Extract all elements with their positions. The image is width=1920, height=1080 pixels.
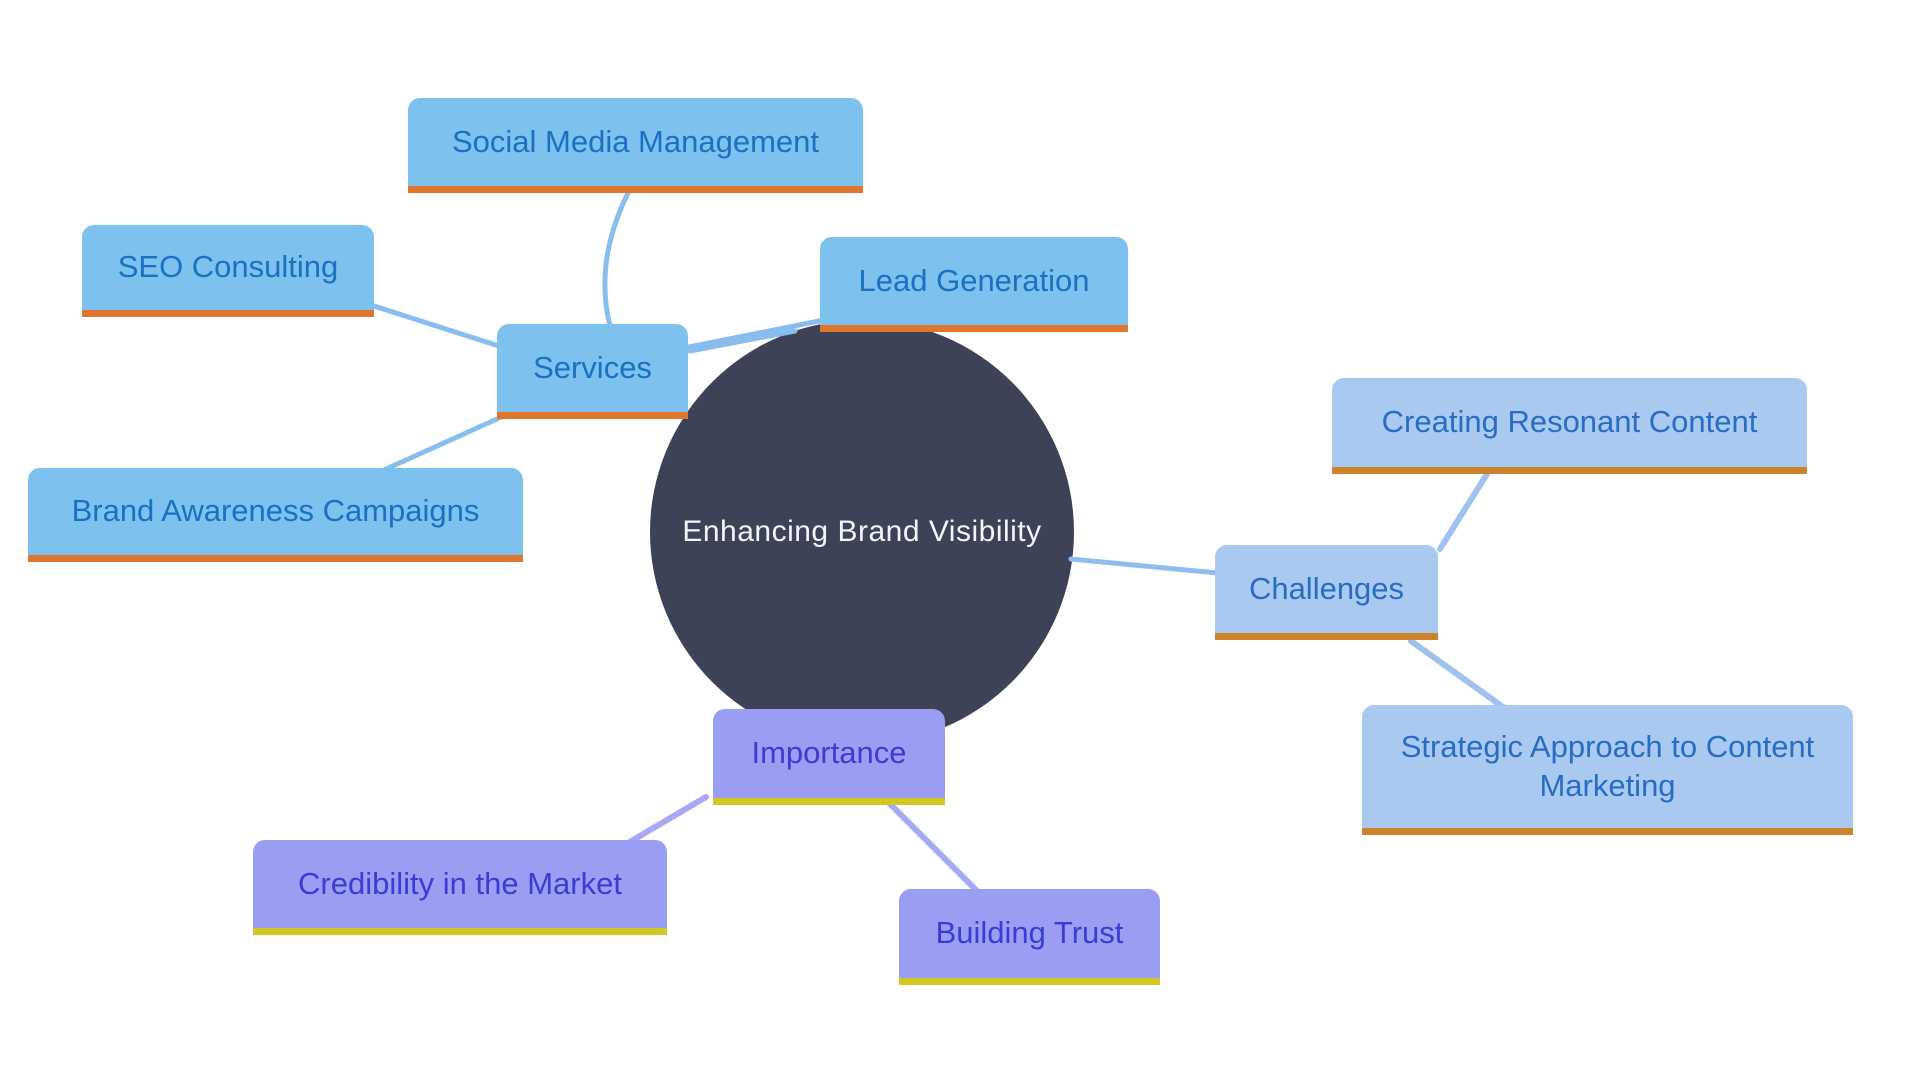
edge-importance-building-trust [881, 795, 980, 894]
node-label: Services [533, 349, 652, 385]
node-label: Creating Resonant Content [1381, 404, 1758, 440]
node-accent-underline [253, 928, 667, 935]
node-building-trust[interactable]: Building Trust [899, 889, 1160, 985]
node-accent-underline [1362, 828, 1853, 835]
node-seo-consulting[interactable]: SEO Consulting [82, 225, 374, 317]
node-challenges[interactable]: Challenges [1215, 545, 1438, 640]
node-services[interactable]: Services [497, 324, 688, 419]
edge-challenges-creating-resonant-content [1437, 471, 1490, 552]
central-topic-node[interactable]: Enhancing Brand Visibility [650, 320, 1074, 744]
node-lead-generation[interactable]: Lead Generation [820, 237, 1128, 332]
node-label: Importance [751, 735, 907, 771]
node-label: Credibility in the Market [298, 865, 622, 901]
node-label: Social Media Management [451, 123, 820, 159]
node-importance[interactable]: Importance [713, 709, 945, 805]
edge-importance-credibility [625, 794, 709, 846]
node-accent-underline [820, 325, 1128, 332]
node-accent-underline [28, 555, 523, 562]
node-social-media-management[interactable]: Social Media Management [408, 98, 863, 193]
node-brand-awareness-campaigns[interactable]: Brand Awareness Campaigns [28, 468, 523, 562]
node-accent-underline [713, 798, 945, 805]
node-label: Building Trust [935, 915, 1124, 951]
node-accent-underline [408, 186, 863, 193]
node-accent-underline [1332, 467, 1807, 474]
node-accent-underline [1215, 633, 1438, 640]
edge-services-social-media-management [602, 190, 631, 329]
node-label: Challenges [1248, 570, 1405, 606]
node-credibility-in-the-market[interactable]: Credibility in the Market [253, 840, 667, 935]
node-label: Brand Awareness Campaigns [71, 493, 480, 529]
node-label: SEO Consulting [117, 249, 339, 285]
edge-services-seo-consulting [371, 303, 505, 350]
node-label: Strategic Approach to Content Marketing [1400, 728, 1815, 803]
edge-challenges-strategic-approach [1408, 638, 1506, 710]
node-accent-underline [899, 978, 1160, 985]
central-topic-label: Enhancing Brand Visibility [682, 515, 1042, 548]
edge-services-brand-awareness-campaigns [381, 411, 511, 473]
node-label: Lead Generation [858, 262, 1090, 298]
node-accent-underline [497, 412, 688, 419]
edge-center-challenges [1068, 556, 1221, 576]
node-strategic-approach-to-content-marketing[interactable]: Strategic Approach to Content Marketing [1362, 705, 1853, 835]
node-accent-underline [82, 310, 374, 317]
node-creating-resonant-content[interactable]: Creating Resonant Content [1332, 378, 1807, 474]
